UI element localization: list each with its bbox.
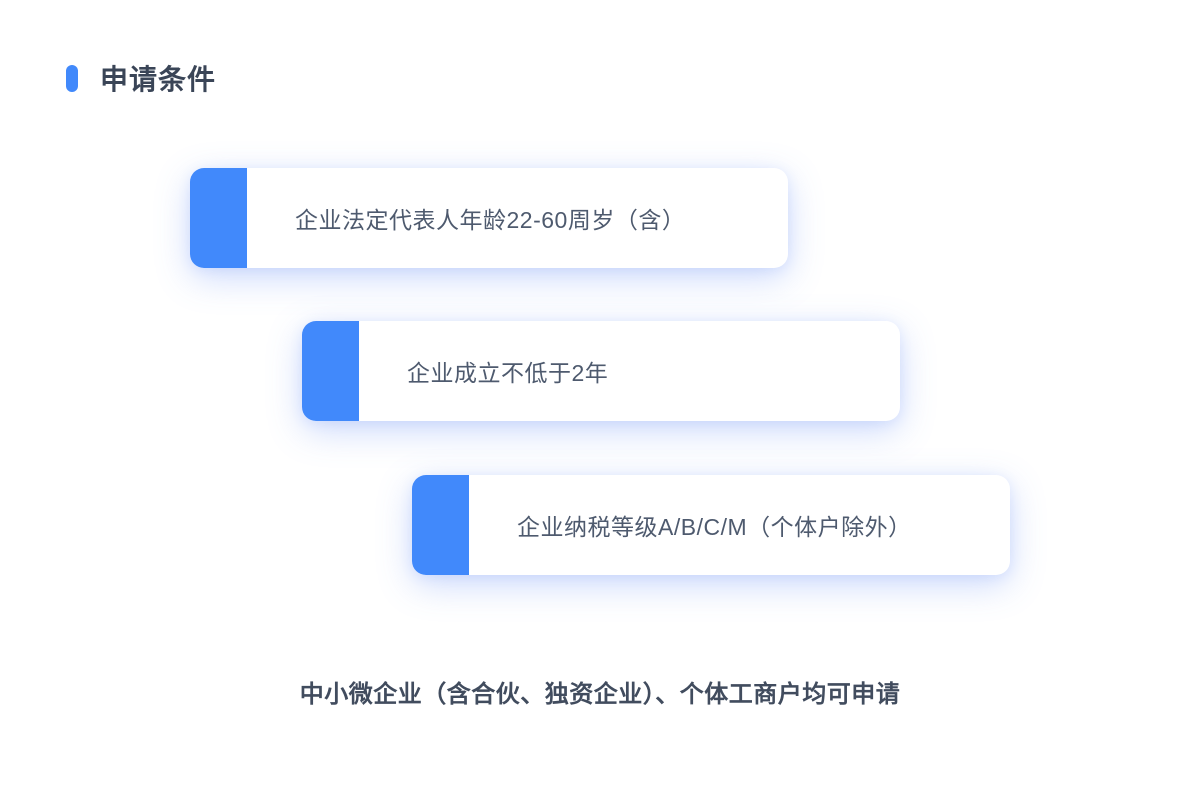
eligibility-summary-text: 中小微企业（含合伙、独资企业）、个体工商户均可申请 [299, 681, 901, 708]
card-accent-block-icon [302, 321, 359, 421]
condition-text: 企业纳税等级A/B/C/M（个体户除外） [517, 514, 912, 540]
condition-text: 企业成立不低于2年 [407, 360, 609, 386]
card-accent-block-icon [412, 475, 469, 575]
section-header: 申请条件 [66, 58, 216, 98]
condition-card-legal-representative-age: 企业法定代表人年龄22-60周岁（含） [190, 168, 788, 268]
card-accent-block-icon [190, 168, 247, 268]
condition-card-tax-grade: 企业纳税等级A/B/C/M（个体户除外） [412, 475, 1010, 575]
section-title: 申请条件 [100, 64, 217, 95]
condition-card-company-age: 企业成立不低于2年 [302, 321, 900, 421]
title-accent-bar-icon [66, 64, 78, 92]
condition-text: 企业法定代表人年龄22-60周岁（含） [295, 207, 686, 233]
